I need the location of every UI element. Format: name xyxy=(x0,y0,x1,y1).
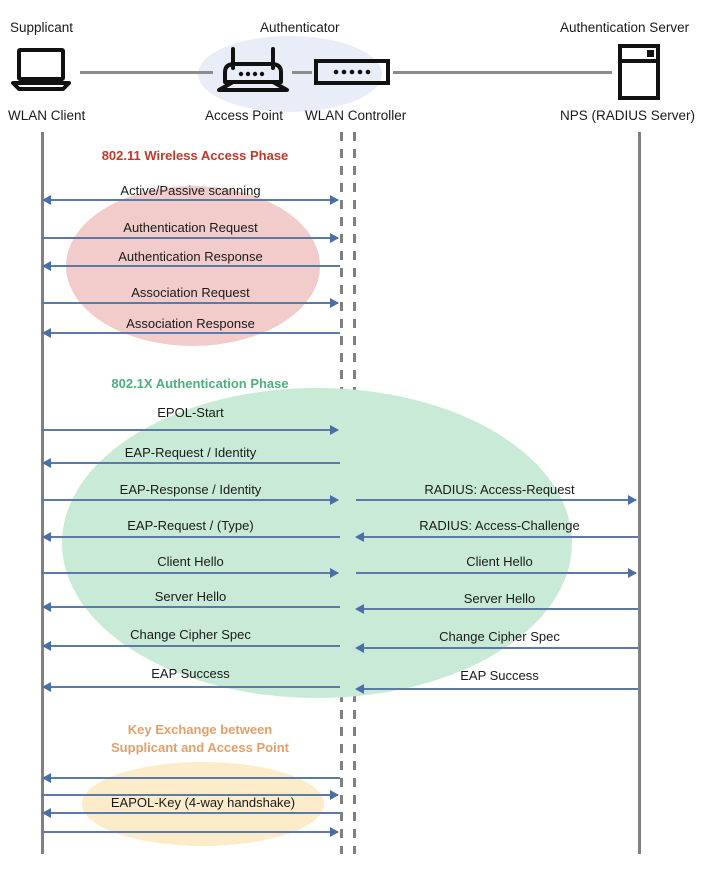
arrowhead-right xyxy=(628,568,637,578)
message-line xyxy=(44,645,340,647)
message-label-eap-success-right: EAP Success xyxy=(460,668,539,683)
message-label-change-cipher-spec-right: Change Cipher Spec xyxy=(439,629,560,644)
wlan-controller-icon xyxy=(314,59,390,90)
arrowhead-left xyxy=(42,773,51,783)
arrowhead-left xyxy=(42,682,51,692)
message-line xyxy=(358,608,638,610)
message-line xyxy=(44,332,340,334)
message-label-eapol-key-4way-handshake: EAPOL-Key (4-way handshake) xyxy=(110,795,296,810)
message-line xyxy=(358,688,638,690)
lifeline-supplicant xyxy=(41,132,44,854)
arrowhead-left xyxy=(42,458,51,468)
message-line xyxy=(44,199,338,201)
arrowhead-right xyxy=(330,827,339,837)
message-label-association-request: Association Request xyxy=(131,285,250,300)
arrowhead-right xyxy=(330,298,339,308)
arrowhead-left xyxy=(42,808,51,818)
arrowhead-left xyxy=(355,684,364,694)
message-label-server-hello-right: Server Hello xyxy=(463,591,536,606)
actor-device-nps-radius-server: NPS (RADIUS Server) xyxy=(560,108,696,123)
arrowhead-left xyxy=(355,604,364,614)
arrowhead-left xyxy=(42,641,51,651)
message-line xyxy=(44,812,340,814)
actor-device-access-point: Access Point xyxy=(205,108,284,123)
message-line xyxy=(356,499,636,501)
lifeline-radius-server xyxy=(638,132,641,854)
message-line xyxy=(42,302,338,304)
arrowhead-right xyxy=(330,568,339,578)
message-label-active-passive-scanning: Active/Passive scanning xyxy=(120,183,261,198)
message-line xyxy=(42,429,338,431)
arrowhead-right xyxy=(330,425,339,435)
arrowhead-left xyxy=(355,532,364,542)
message-line xyxy=(358,647,638,649)
message-line xyxy=(42,794,338,796)
message-line xyxy=(44,777,340,779)
message-line xyxy=(358,536,638,538)
arrowhead-left xyxy=(355,643,364,653)
message-line xyxy=(42,572,338,574)
wire-client-to-ap xyxy=(80,71,213,74)
message-label-eapol-start: EPOL-Start xyxy=(157,405,224,420)
message-label-authentication-request: Authentication Request xyxy=(123,220,258,235)
actor-device-wlan-controller: WLAN Controller xyxy=(305,108,407,123)
message-label-radius-access-challenge: RADIUS: Access-Challenge xyxy=(419,518,580,533)
arrowhead-right xyxy=(330,790,339,800)
message-line xyxy=(356,572,636,574)
wire-ap-to-controller xyxy=(292,71,312,74)
message-label-client-hello-right: Client Hello xyxy=(466,554,533,569)
phase-key-exchange-title: Key Exchange between Supplicant and Acce… xyxy=(111,722,289,755)
arrowhead-right xyxy=(628,495,637,505)
message-label-eap-request-identity: EAP-Request / Identity xyxy=(124,445,257,460)
arrowhead-left xyxy=(42,328,51,338)
arrowhead-left xyxy=(42,602,51,612)
message-label-eap-success-left: EAP Success xyxy=(151,666,230,681)
message-label-association-response: Association Response xyxy=(126,316,255,331)
arrowhead-left xyxy=(42,195,51,205)
actor-role-authentication-server: Authentication Server xyxy=(560,20,690,35)
server-rack-icon xyxy=(618,44,660,105)
message-label-eap-response-identity: EAP-Response / Identity xyxy=(119,482,262,497)
actor-device-wlan-client: WLAN Client xyxy=(8,108,86,123)
message-line xyxy=(44,536,340,538)
message-line xyxy=(42,499,338,501)
laptop-icon xyxy=(10,48,72,97)
arrowhead-left xyxy=(42,532,51,542)
message-line xyxy=(44,265,340,267)
message-line xyxy=(44,686,340,688)
message-label-eap-request-type: EAP-Request / (Type) xyxy=(127,518,254,533)
wire-controller-to-server xyxy=(393,71,612,74)
message-label-client-hello-left: Client Hello xyxy=(157,554,224,569)
access-point-icon xyxy=(215,46,291,99)
actor-role-authenticator: Authenticator xyxy=(260,20,340,35)
message-line xyxy=(44,606,340,608)
phase-802-1x-title: 802.1X Authentication Phase xyxy=(111,376,289,391)
message-line xyxy=(44,462,340,464)
message-line xyxy=(42,237,338,239)
actor-role-supplicant: Supplicant xyxy=(10,20,74,35)
arrowhead-left xyxy=(42,261,51,271)
message-line xyxy=(42,831,338,833)
message-label-authentication-response: Authentication Response xyxy=(118,249,263,264)
message-label-change-cipher-spec-left: Change Cipher Spec xyxy=(130,627,251,642)
arrowhead-right xyxy=(330,233,339,243)
arrowhead-right xyxy=(330,195,339,205)
phase-802-1x-blob xyxy=(62,388,572,698)
phase-802-11-title: 802.11 Wireless Access Phase xyxy=(101,148,289,163)
arrowhead-right xyxy=(330,495,339,505)
message-label-server-hello-left: Server Hello xyxy=(154,589,227,604)
message-label-radius-access-request: RADIUS: Access-Request xyxy=(424,482,575,497)
